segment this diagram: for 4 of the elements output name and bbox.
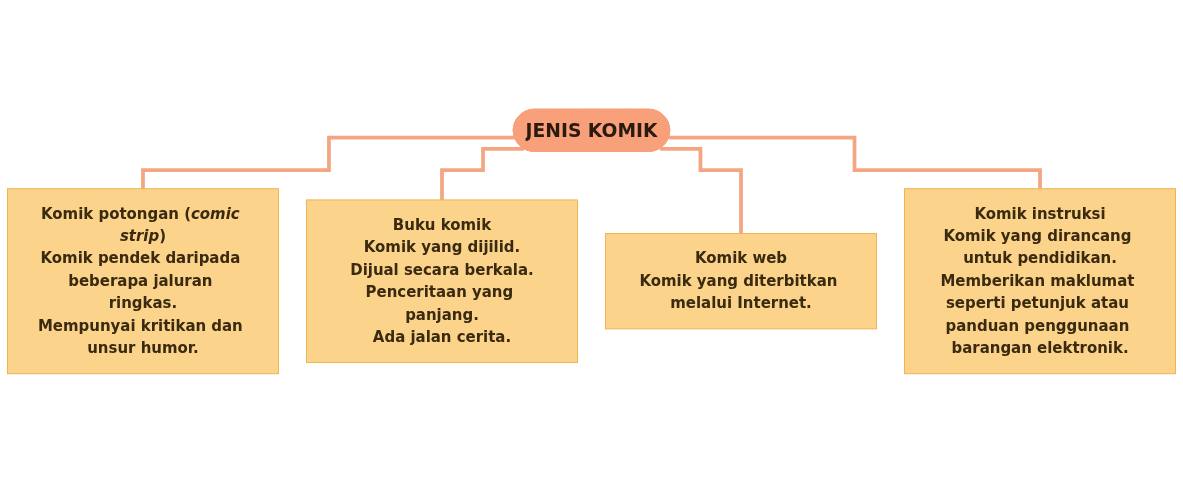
node-box: Komik web Komik yang diterbitkan melalui Internet. — [605, 233, 877, 330]
node-box: Komik instruksi Komik yang dirancang untuk pendidikan. Memberikan maklumat seperti petunjuk atau panduan penggunaan barangan elektronik. — [904, 188, 1176, 375]
node-box: Komik potongan (comic strip) Komik pendek daripada beberapa jaluran ringkas. Mempunyai kritikan dan unsur humor. — [7, 188, 279, 375]
node-box: Buku komik Komik yang dijilid. Dijual secara berkala. Penceritaan yang panjang. Ada jalan cerita. — [306, 199, 578, 363]
